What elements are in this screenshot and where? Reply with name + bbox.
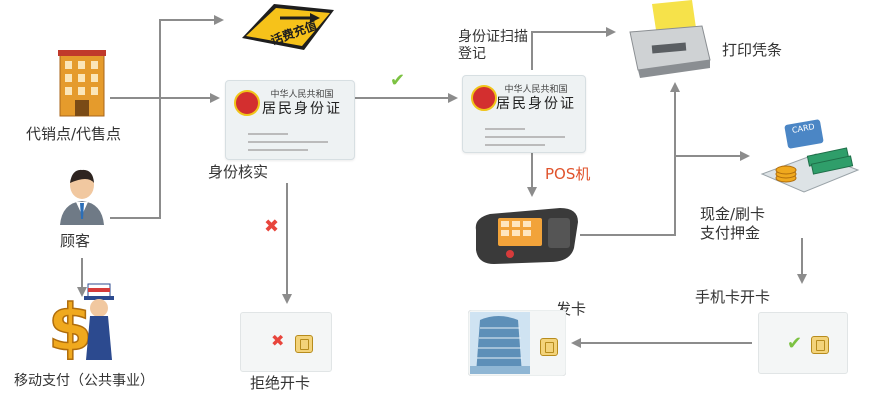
sim-card-reject: ✖ (240, 312, 332, 372)
agent-label: 代销点/代售点 (26, 125, 122, 143)
sim-chip-icon (811, 336, 829, 354)
cash-card-icon: CARD (756, 114, 866, 200)
sim-chip-icon (540, 338, 558, 356)
id-card-country: 中华人民共和国 (504, 85, 568, 95)
sim-card-activate: ✔ (758, 312, 848, 374)
reject-label: 拒绝开卡 (250, 374, 311, 392)
arrow-pos-to-print (580, 82, 680, 236)
recharge-sign-icon (242, 4, 334, 50)
cross-icon: ✖ (264, 216, 280, 237)
pos-terminal-icon (470, 200, 582, 270)
cross-icon: ✖ (271, 331, 285, 350)
id-check-label: 身份核实 (208, 163, 269, 181)
activate-label: 手机卡开卡 (695, 288, 771, 306)
id-scan-label: 身份证扫描登记 (458, 29, 528, 62)
check-icon: ✔ (390, 70, 406, 91)
check-icon: ✔ (787, 333, 803, 354)
agent-building-icon (56, 48, 108, 118)
arrow-customer-to-recharge (110, 15, 224, 219)
issue-card-icon (467, 309, 567, 377)
sim-chip-icon (295, 335, 313, 353)
customer-label: 顾客 (60, 232, 91, 250)
id-card-check: 中华人民共和国 居民身份证 (225, 80, 355, 160)
printer-icon (622, 0, 714, 82)
id-card-title: 居民身份证 (496, 96, 576, 112)
print-label: 打印凭条 (722, 41, 783, 59)
id-card-title: 居民身份证 (262, 101, 342, 117)
mobile-pay-label: 移动支付（公共事业） (14, 373, 154, 389)
recharge-sign: 话费充值 (232, 0, 344, 58)
id-card-country: 中华人民共和国 (270, 90, 334, 100)
national-emblem-icon (471, 85, 497, 111)
arrow-scan-to-print (531, 27, 616, 70)
mobile-pay-dollar-icon: $ (47, 280, 118, 368)
customer-avatar-icon (58, 165, 106, 225)
national-emblem-icon (234, 90, 260, 116)
id-card-scan: 中华人民共和国 居民身份证 (462, 75, 586, 153)
svg-text:$: $ (48, 292, 93, 366)
cash-label: 现金/刷卡支付押金 (700, 205, 766, 242)
pos-label: POS机 (545, 165, 591, 183)
